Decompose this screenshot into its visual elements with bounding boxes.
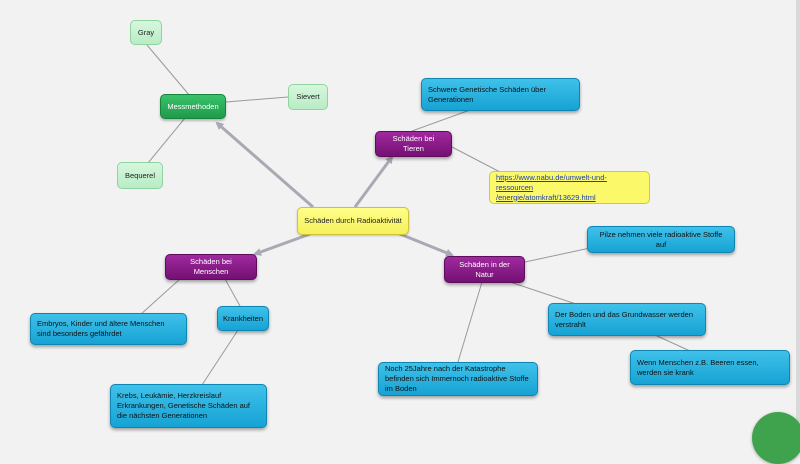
node-sievert-label: Sievert <box>296 92 320 101</box>
arrow-to-natur <box>394 230 454 257</box>
node-bequerel[interactable]: Bequerel <box>117 162 163 189</box>
node-krebs-label: Krebs, Leukämie, Herzkreislauf Erkrankun… <box>117 391 251 420</box>
node-jahre-label: Noch 25Jahre nach der Katastrophe befind… <box>385 364 529 393</box>
node-krankheiten-label: Krankheiten <box>222 313 264 323</box>
connector-beeren <box>654 334 691 352</box>
node-bequerel-label: Bequerel <box>124 170 156 180</box>
connector-krebs <box>201 329 239 386</box>
scrollbar-track[interactable] <box>796 0 800 431</box>
node-messmethoden[interactable]: Messmethoden <box>160 94 226 119</box>
connector-krankheiten <box>224 278 241 307</box>
node-krankheiten[interactable]: Krankheiten <box>217 306 269 331</box>
node-tiere-genetisch-label: Schwere Genetische Schäden über Generati… <box>428 84 546 104</box>
connector-link <box>451 146 501 173</box>
connector-boden <box>509 281 577 305</box>
node-center-label: Schäden durch Radioaktivität <box>304 216 402 225</box>
connector-embryos <box>139 278 181 316</box>
node-jahre[interactable]: Noch 25Jahre nach der Katastrophe befind… <box>378 362 538 396</box>
node-pilze-label: Pilze nehmen viele radioaktive Stoffe au… <box>599 229 723 249</box>
node-menschen[interactable]: Schäden bei Menschen <box>165 254 257 280</box>
node-center[interactable]: Schäden durch Radioaktivität <box>297 207 409 235</box>
connector-bequerel <box>147 117 186 164</box>
connector-tiere-genetisch <box>411 109 471 132</box>
mindmap-canvas[interactable]: Gray Messmethoden Sievert Bequerel Schwe… <box>0 0 800 431</box>
connector-sievert <box>225 96 289 103</box>
node-pilze[interactable]: Pilze nehmen viele radioaktive Stoffe au… <box>587 226 735 253</box>
link-line-1[interactable]: https://www.nabu.de/umwelt-und-ressource… <box>496 172 607 192</box>
arrow-to-tiere <box>353 155 394 208</box>
node-embryos-label: Embryos, Kinder und ältere Menschen sind… <box>37 319 165 338</box>
node-gray[interactable]: Gray <box>130 20 162 45</box>
arrow-to-messmethoden <box>215 121 314 209</box>
connector-pilze <box>524 247 591 263</box>
node-messmethoden-label: Messmethoden <box>167 101 219 111</box>
node-krebs[interactable]: Krebs, Leukämie, Herzkreislauf Erkrankun… <box>110 384 267 428</box>
node-sievert[interactable]: Sievert <box>288 84 328 110</box>
arrow-to-menschen <box>253 232 311 256</box>
node-natur-label: Schäden in der Natur <box>459 259 510 279</box>
node-tiere[interactable]: Schäden bei Tieren <box>375 131 452 157</box>
node-natur[interactable]: Schäden in der Natur <box>444 256 525 283</box>
connection-layer <box>139 44 691 386</box>
node-link[interactable]: https://www.nabu.de/umwelt-und-ressource… <box>489 171 650 204</box>
node-beeren[interactable]: Wenn Menschen z.B. Beeren essen, werden … <box>630 350 790 385</box>
node-embryos[interactable]: Embryos, Kinder und ältere Menschen sind… <box>30 313 187 345</box>
node-boden-label: Der Boden und das Grundwasser werden ver… <box>555 309 693 329</box>
node-tiere-genetisch[interactable]: Schwere Genetische Schäden über Generati… <box>421 78 580 111</box>
connector-gray <box>146 44 191 97</box>
connector-jahre <box>457 281 483 363</box>
link-line-2[interactable]: /energie/atomkraft/13629.html <box>496 192 596 202</box>
node-boden[interactable]: Der Boden und das Grundwasser werden ver… <box>548 303 706 336</box>
node-gray-label: Gray <box>137 27 155 37</box>
node-beeren-label: Wenn Menschen z.B. Beeren essen, werden … <box>637 357 759 377</box>
node-tiere-label: Schäden bei Tieren <box>392 134 435 153</box>
node-menschen-label: Schäden bei Menschen <box>190 257 232 276</box>
add-node-button[interactable] <box>752 412 800 464</box>
